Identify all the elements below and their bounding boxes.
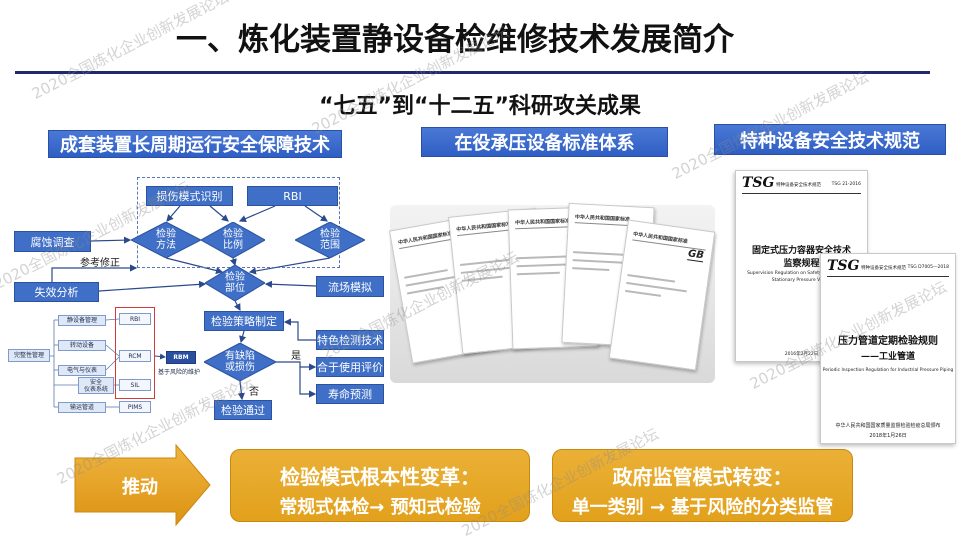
- cover-text-line: [406, 286, 444, 295]
- tsg-english-title: Periodic Inspection Regulation for Indus…: [822, 368, 954, 373]
- integrity-branch: 电气与仪表: [58, 365, 106, 376]
- change-detail: 常规式体检→ 预知式检验: [279, 497, 481, 518]
- diamond-label: 检验: [320, 229, 340, 240]
- tsg-header-rule: [742, 193, 861, 194]
- node-failure-analysis: 失效分析: [14, 282, 99, 302]
- tsg-title: ——工业管道: [860, 352, 915, 362]
- tsg-code: TSG D7005—2018: [907, 265, 949, 270]
- cover-heading: 中华人民共和国国家标准: [632, 230, 707, 251]
- tsg-english-title: Supervision Regulation on Safety Technol…: [747, 271, 856, 276]
- diamond-label: 部位: [225, 283, 245, 294]
- tsg-logo-icon: TSG: [742, 175, 775, 191]
- change-heading: 检验模式根本性变革：: [280, 465, 480, 489]
- cover-text-line: [573, 251, 624, 256]
- integrity-root: 完整性管理: [8, 349, 50, 362]
- section-header-standards: 在役承压设备标准体系: [421, 127, 668, 157]
- diamond-inspection-ratio: 检验比例: [201, 222, 265, 258]
- push-label: 推动: [122, 477, 158, 498]
- cover-text-line: [516, 255, 571, 260]
- change-supervision-mode: 政府监管模式转变： 单一类别 → 基于风险的分类监管: [552, 449, 853, 522]
- node-inspection-passed: 检验通过: [214, 400, 272, 420]
- cover-text-line: [461, 275, 503, 282]
- change-inspection-mode: 检验模式根本性变革： 常规式体检→ 预知式检验: [230, 449, 530, 522]
- tsg-issuer: 中华人民共和国国家质量监督检验检疫总局颁布: [835, 423, 941, 429]
- label-no: 否: [249, 387, 259, 398]
- diamond-inspection-method: 检验方法: [131, 222, 201, 258]
- diamond-inspection-location: 检验部位: [205, 265, 265, 301]
- change-heading: 政府监管模式转变：: [612, 465, 793, 489]
- tsg-series: 特种设备安全技术规范: [861, 266, 906, 271]
- method-pims: PIMS: [119, 401, 151, 413]
- integrity-branch: 静设备管理: [58, 315, 106, 326]
- tsg-header-rule: [827, 276, 949, 277]
- tsg-title: 监察规程: [783, 259, 820, 269]
- tsg-document-pressure-piping: TSG 特种设备安全技术规范 TSG D7005—2018 压力管道定期检验规则…: [820, 253, 956, 444]
- cover-text-line: [572, 267, 610, 272]
- diamond-defect-check: 有缺陷或损伤: [204, 343, 276, 381]
- node-damage-mode: 损伤模式识别: [146, 186, 233, 206]
- method-rbm: RBM: [166, 351, 196, 364]
- tsg-title: 压力管道定期检验规则: [838, 336, 938, 347]
- method-sil: SIL: [119, 379, 151, 391]
- tsg-english-title: Stationary Pressure Vessel: [771, 278, 832, 283]
- node-life-prediction: 寿命预测: [316, 384, 384, 404]
- node-corrosion-survey: 腐蚀调查: [14, 231, 91, 252]
- push-arrow-shape: [74, 443, 211, 527]
- slide-title: 一、炼化装置静设备检维修技术发展简介: [176, 22, 734, 58]
- cover-text-line: [516, 271, 561, 276]
- cover-text-line: [625, 289, 661, 297]
- method-rcm: RCM: [119, 350, 151, 362]
- change-detail: 单一类别 → 基于风险的分类监管: [571, 497, 834, 518]
- tsg-title: 固定式压力容器安全技术: [751, 246, 851, 256]
- tsg-code: TSG 21-2016: [831, 182, 861, 187]
- node-special-testing: 特色检测技术: [316, 330, 384, 350]
- tsg-date: 2018年1月26日: [869, 433, 907, 439]
- section-header-safety-tech: 成套装置长周期运行安全保障技术: [48, 130, 342, 158]
- diamond-inspection-scope: 检验范围: [295, 222, 365, 258]
- integrity-branch-safety-system: 安全 仪表系统: [78, 377, 114, 394]
- branch-line: 仪表系统: [83, 385, 108, 393]
- node-strategy: 检验策略制定: [204, 311, 284, 331]
- diamond-label: 方法: [156, 240, 176, 251]
- integrity-branch: 输运管道: [58, 402, 106, 413]
- slide-subtitle: “七五”到“十二五”科研攻关成果: [319, 94, 641, 119]
- diamond-label: 或损伤: [225, 362, 255, 373]
- diamond-label: 检验: [223, 229, 243, 240]
- cover-text-line: [460, 258, 512, 266]
- branch-line: 安全: [89, 378, 102, 386]
- node-flow-simulation: 流场模拟: [316, 276, 384, 297]
- cover-text-line: [627, 274, 676, 283]
- integrity-branch: 转动设备: [58, 340, 106, 351]
- rbm-caption: 基于风险的维护: [158, 369, 201, 376]
- diamond-label: 比例: [223, 240, 243, 251]
- diamond-label: 检验: [225, 272, 245, 283]
- diamond-label: 有缺陷: [225, 351, 255, 362]
- node-fitness-for-service: 合于使用评价: [316, 357, 384, 377]
- label-reference-correction: 参考修正: [80, 258, 120, 269]
- tsg-series: 特种设备安全技术规范: [776, 183, 821, 188]
- tsg-date: 2016年2月22日: [784, 352, 819, 357]
- diamond-label: 范围: [320, 240, 340, 251]
- node-rbi: RBI: [247, 186, 338, 206]
- method-highlight-frame: [115, 307, 155, 399]
- title-rule: [15, 71, 930, 74]
- tsg-logo-icon: TSG: [827, 258, 860, 274]
- method-rbi: RBI: [119, 313, 151, 325]
- gb-mark-icon: GB: [687, 248, 705, 263]
- label-yes: 是: [291, 351, 301, 362]
- diamond-label: 检验: [156, 229, 176, 240]
- section-header-regulations: 特种设备安全技术规范: [714, 124, 946, 155]
